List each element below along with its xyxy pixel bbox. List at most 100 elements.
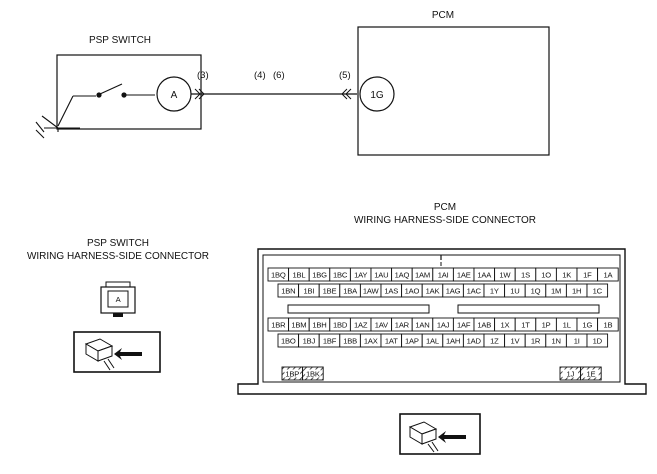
pcm-pin-label: 1AT (385, 336, 398, 345)
psp-view-direction-icon (73, 331, 161, 373)
pcm-pin-1bo: 1BO (277, 333, 300, 348)
pcm-pin-1ar: 1AR (391, 317, 413, 332)
pcm-pin-1an: 1AN (411, 317, 434, 332)
pcm-pin-label: 1BN (281, 286, 295, 295)
pcm-pin-1ak: 1AK (421, 283, 444, 298)
pcm-pin-1m: 1M (545, 283, 567, 298)
pcm-pin-label: 1I (574, 336, 580, 345)
pcm-pin-1f: 1F (576, 267, 599, 282)
pcm-pin-1az: 1AZ (349, 317, 372, 332)
pcm-pin-label: 1BI (303, 286, 314, 295)
pcm-pin-1ao: 1AO (401, 283, 423, 298)
pcm-pin-1ad: 1AD (462, 333, 485, 348)
pcm-pin-label: 1X (500, 320, 509, 329)
pcm-pin-1g: 1G (576, 317, 599, 332)
pcm-pin-label: 1L (563, 320, 571, 329)
pcm-pin-label: 1AA (477, 270, 492, 279)
pcm-pin-1d: 1D (586, 333, 609, 348)
pcm-pin-label: 1C (593, 286, 603, 295)
pcm-pin-1ap: 1AP (401, 333, 423, 348)
pcm-connector-title-1: PCM (434, 202, 456, 213)
pcm-pin-1n: 1N (545, 333, 567, 348)
pcm-pin-label: 1U (510, 286, 519, 295)
pcm-pin-1ay: 1AY (349, 267, 372, 282)
pcm-pin-1bi: 1BI (298, 283, 320, 298)
pcm-title: PCM (432, 10, 454, 21)
pcm-pin-1bq: 1BQ (267, 267, 290, 282)
pcm-pin-1a: 1A (597, 267, 619, 282)
pcm-pin-label: 1BF (323, 336, 337, 345)
connector-arrow-right (341, 88, 352, 100)
pcm-pin-1bf: 1BF (318, 333, 341, 348)
connector-ref-5: (5) (339, 70, 351, 81)
pcm-pin-1bn: 1BN (277, 283, 300, 298)
switch-symbol (57, 83, 155, 127)
pcm-pin-label: 1AF (457, 320, 471, 329)
pcm-pin-label: 1R (531, 336, 541, 345)
pcm-pin-label: 1BB (343, 336, 357, 345)
pcm-pin-1bc: 1BC (329, 267, 351, 282)
pcm-pin-label: 1G (582, 320, 592, 329)
pcm-pin-1at: 1AT (380, 333, 403, 348)
pcm-pin-1au: 1AU (370, 267, 393, 282)
pcm-pin-label: 1BG (312, 270, 327, 279)
pcm-pin-1af: 1AF (452, 317, 475, 332)
pcm-pin-1ai: 1AI (432, 267, 454, 282)
pcm-pin-1o: 1O (535, 267, 557, 282)
pcm-pin-label: 1AZ (354, 320, 368, 329)
pcm-pin-label: 1Z (490, 336, 499, 345)
pcm-pin-1aw: 1AW (359, 283, 382, 298)
pcm-pin-label: 1BD (333, 320, 348, 329)
pcm-pin-label: 1BO (281, 336, 296, 345)
psp-connector-terminal: A (116, 295, 122, 304)
ground-symbol (35, 115, 80, 139)
pcm-pin-label: 1M (551, 286, 561, 295)
pcm-pin-label: 1K (562, 270, 571, 279)
pcm-pin-1bl: 1BL (288, 267, 310, 282)
pcm-pin-label: 1Y (490, 286, 499, 295)
pcm-pin-label: 1AN (415, 320, 429, 329)
pcm-pin-label: 1BM (291, 320, 306, 329)
pcm-pin-1bd: 1BD (329, 317, 351, 332)
pcm-pin-label: 1BK (306, 369, 320, 378)
pcm-pin-1ae: 1AE (452, 267, 475, 282)
pcm-pin-1s: 1S (514, 267, 537, 282)
pcm-pin-label: 1AU (374, 270, 388, 279)
pcm-pin-1br: 1BR (267, 317, 290, 332)
psp-connector-face: A (100, 281, 136, 317)
pcm-connector-title-2: WIRING HARNESS-SIDE CONNECTOR (354, 215, 536, 226)
pcm-pin-label: 1BJ (303, 336, 316, 345)
pcm-pin-1bb: 1BB (339, 333, 361, 348)
pcm-pin-label: 1S (521, 270, 530, 279)
pcm-pin-1q: 1Q (524, 283, 547, 298)
pcm-pin-label: 1AS (384, 286, 398, 295)
pcm-pin-1w: 1W (494, 267, 516, 282)
pcm-pin-1b: 1B (597, 317, 619, 332)
connector-ref-6: (6) (273, 70, 285, 81)
pcm-pin-1as: 1AS (380, 283, 403, 298)
pcm-pin-1l: 1L (555, 317, 578, 332)
psp-connector-title-1: PSP SWITCH (87, 238, 149, 249)
pcm-pin-1ag: 1AG (442, 283, 464, 298)
pcm-pin-label: 1AB (477, 320, 491, 329)
pcm-pin-label: 1BA (343, 286, 358, 295)
connector-ref-4: (4) (254, 70, 266, 81)
pcm-pin-1j: 1J (559, 366, 582, 381)
pcm-pin-1be: 1BE (318, 283, 341, 298)
pcm-pin-label: 1BR (271, 320, 286, 329)
pcm-pin-1t: 1T (514, 317, 537, 332)
pcm-pin-label: 1AD (467, 336, 482, 345)
pcm-pin-1bm: 1BM (288, 317, 310, 332)
pcm-pin-1ba: 1BA (339, 283, 361, 298)
pcm-pin-label: 1AO (405, 286, 420, 295)
pcm-pin-label: 1E (586, 369, 595, 378)
pcm-pin-1bj: 1BJ (298, 333, 320, 348)
pcm-terminal-label: 1G (370, 90, 384, 101)
pcm-pin-label: 1J (566, 369, 574, 378)
pcm-box (357, 26, 550, 156)
pcm-pin-label: 1AH (446, 336, 460, 345)
pcm-pin-label: 1AW (363, 286, 380, 295)
pcm-pin-1ah: 1AH (442, 333, 464, 348)
pcm-pin-label: 1BP (285, 369, 299, 378)
